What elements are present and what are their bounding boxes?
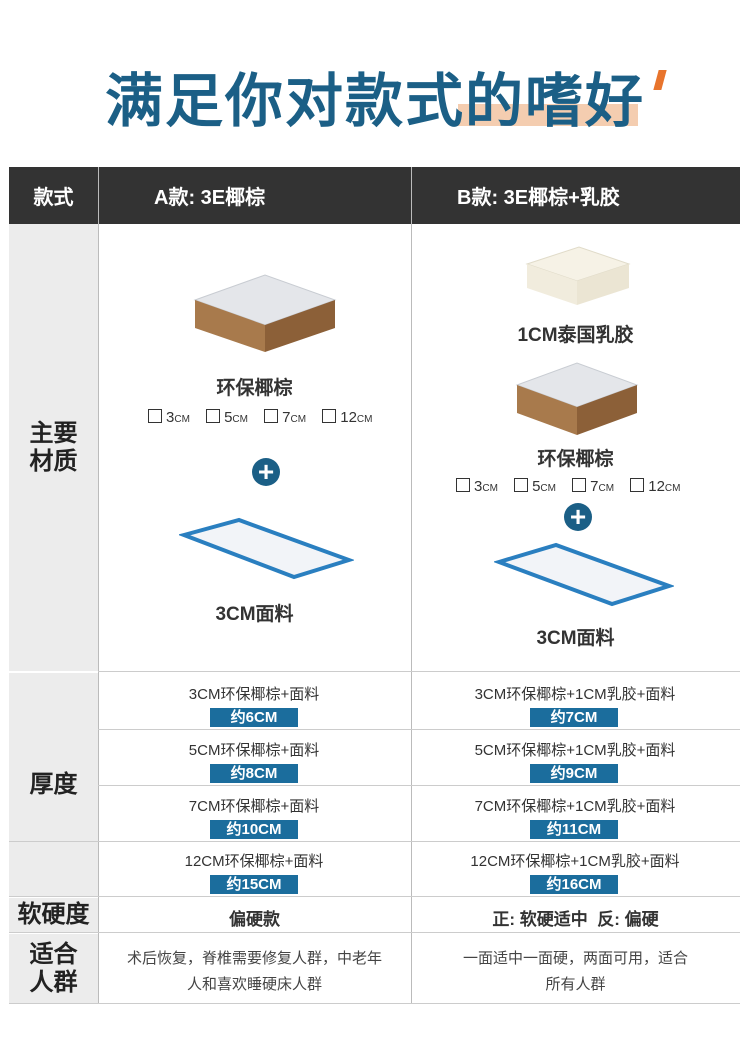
thickness-total-a-1: 约6CM [210, 708, 298, 727]
thickness-desc-a-1: 3CM环保椰棕+面料 [188, 686, 320, 703]
latex-pad-image-b [525, 246, 631, 305]
thickness-total-b-2: 约9CM [530, 764, 618, 783]
checkbox-icon [322, 409, 337, 423]
coir-thickness-options-a: 3CM 5CM 7CM 12CM [148, 409, 384, 426]
grid-line [98, 167, 99, 1004]
thickness-desc-a-2: 5CM环保椰棕+面料 [188, 742, 320, 759]
fabric-mattress-image-a [179, 517, 354, 580]
plus-icon: + [252, 458, 280, 486]
header-style: 款式 [9, 167, 98, 224]
option-7cm-b[interactable]: 7CM [572, 478, 614, 495]
option-12cm-b[interactable]: 12CM [630, 478, 680, 495]
thickness-desc-b-1: 3CM环保椰棕+1CM乳胶+面料 [474, 686, 676, 703]
header-model-b: B款: 3E椰棕+乳胶 [411, 167, 740, 224]
header-style-label: 款式 [33, 187, 74, 209]
suitable-a: 术后恢复，脊椎需要修复人群，中老年 人和喜欢睡硬床人群 [98, 946, 411, 998]
coir-label-b: 环保椰棕 [537, 449, 614, 470]
option-5cm-b[interactable]: 5CM [514, 478, 556, 495]
thickness-total-a-3: 约10CM [210, 820, 298, 839]
option-3cm-b[interactable]: 3CM [456, 478, 498, 495]
suitable-a-line-2: 人和喜欢睡硬床人群 [186, 976, 322, 993]
grid-line [411, 167, 412, 1004]
latex-label-b: 1CM泰国乳胶 [517, 325, 634, 346]
hardness-a: 偏硬款 [229, 910, 280, 929]
checkbox-icon [514, 478, 529, 492]
row-label-suitable-text: 适合 人群 [29, 941, 78, 996]
checkbox-icon [264, 409, 279, 423]
suitable-b-line-1: 一面适中一面硬，两面可用，适合 [462, 950, 688, 967]
row-label-material-text: 主要 材质 [29, 419, 78, 475]
fabric-mattress-image-b [494, 542, 674, 607]
suitable-b: 一面适中一面硬，两面可用，适合 所有人群 [411, 946, 740, 998]
coir-pad-image-b [515, 362, 639, 435]
row-label-suitable: 适合 人群 [9, 934, 98, 1004]
fabric-label-b: 3CM面料 [536, 628, 615, 649]
grid-line [98, 785, 740, 786]
thickness-desc-a-3: 7CM环保椰棕+面料 [188, 798, 320, 815]
thickness-total-b-4: 约16CM [530, 875, 618, 894]
grid-line [9, 932, 740, 933]
checkbox-icon [206, 409, 221, 423]
comparison-table: 款式 A款: 3E椰棕 B款: 3E椰棕+乳胶 主要 材质 厚度 软硬度 适合 … [9, 167, 740, 1004]
thickness-total-b-3: 约11CM [530, 820, 618, 839]
grid-line [98, 671, 740, 672]
coir-thickness-options-b: 3CM 5CM 7CM 12CM [456, 478, 692, 495]
option-5cm-a[interactable]: 5CM [206, 409, 248, 426]
thickness-desc-a-4: 12CM环保椰棕+面料 [184, 853, 324, 870]
grid-line [98, 729, 740, 730]
grid-line [9, 1003, 740, 1004]
suitable-b-line-2: 所有人群 [545, 976, 606, 993]
row-label-thickness-text: 厚度 [29, 770, 78, 798]
thickness-desc-b-2: 5CM环保椰棕+1CM乳胶+面料 [474, 742, 676, 759]
header-model-a: A款: 3E椰棕 [98, 167, 411, 224]
option-7cm-a[interactable]: 7CM [264, 409, 306, 426]
row-label-hardness: 软硬度 [9, 898, 98, 932]
row-label-material: 主要 材质 [9, 224, 98, 671]
option-3cm-a[interactable]: 3CM [148, 409, 190, 426]
checkbox-icon [456, 478, 470, 492]
header-model-b-label: B款: 3E椰棕+乳胶 [457, 187, 620, 209]
plus-icon: + [564, 503, 592, 531]
thickness-total-a-4: 约15CM [210, 875, 298, 894]
suitable-a-line-1: 术后恢复，脊椎需要修复人群，中老年 [126, 950, 382, 967]
grid-line [9, 896, 740, 897]
hardness-b: 正: 软硬适中 反: 偏硬 [492, 910, 659, 929]
row-label-thickness: 厚度 [9, 673, 98, 896]
thickness-desc-b-3: 7CM环保椰棕+1CM乳胶+面料 [474, 798, 676, 815]
thickness-desc-b-4: 12CM环保椰棕+1CM乳胶+面料 [470, 853, 680, 870]
page-title: 满足你对款式的嗜好 [104, 67, 645, 135]
thickness-total-b-1: 约7CM [530, 708, 618, 727]
coir-label-a: 环保椰棕 [216, 378, 293, 399]
grid-line [9, 841, 740, 842]
checkbox-icon [572, 478, 587, 492]
option-12cm-a[interactable]: 12CM [322, 409, 372, 426]
fabric-label-a: 3CM面料 [215, 604, 294, 625]
header-model-a-label: A款: 3E椰棕 [154, 187, 266, 209]
thickness-total-a-2: 约8CM [210, 764, 298, 783]
row-label-hardness-text: 软硬度 [17, 901, 90, 928]
title-highlight [458, 104, 638, 126]
checkbox-icon [148, 409, 162, 423]
coir-pad-image-a [193, 274, 337, 352]
checkbox-icon [630, 478, 645, 492]
